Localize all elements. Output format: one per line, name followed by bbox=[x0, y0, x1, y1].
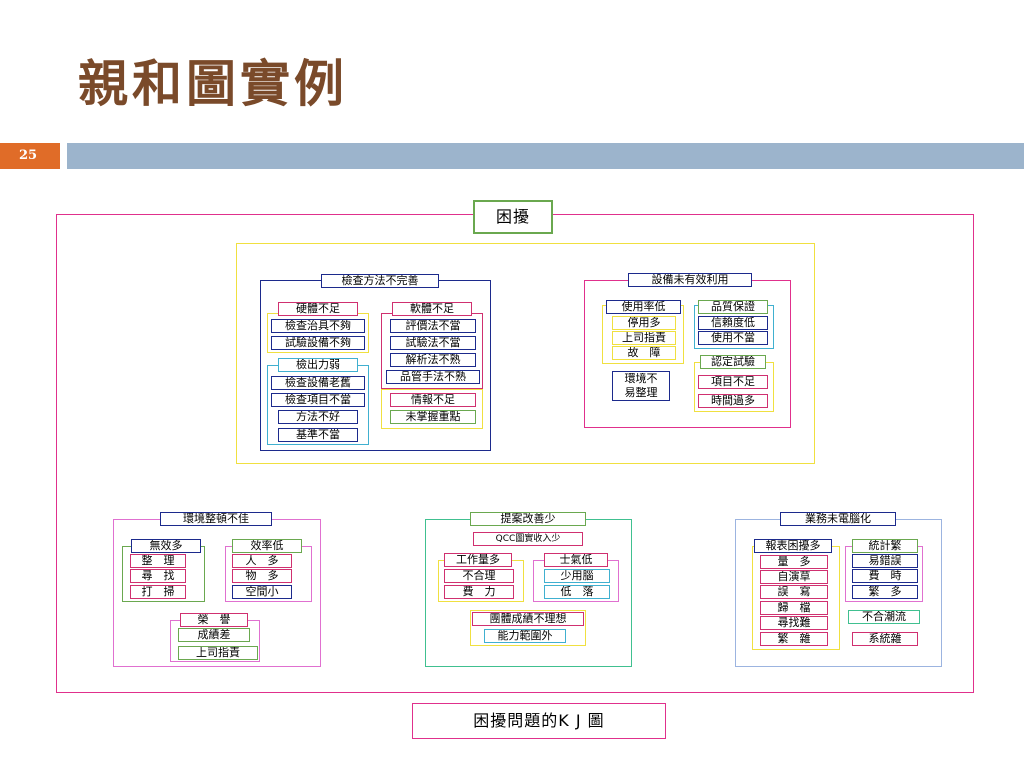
top-cluster-frame bbox=[236, 243, 815, 464]
environment-text-2: 易整理 bbox=[624, 387, 658, 399]
software-label: 軟體不足 bbox=[392, 302, 472, 316]
workload-item-1: 不合理 bbox=[444, 569, 514, 583]
group-b-label: 設備未有效利用 bbox=[628, 273, 752, 287]
certification-item-2: 時間過多 bbox=[698, 394, 768, 408]
group-c-label: 環境整頓不佳 bbox=[160, 512, 272, 526]
stats-item-1: 易錯誤 bbox=[852, 554, 918, 568]
capability-item-2: 檢查項目不當 bbox=[271, 393, 365, 407]
info-frame bbox=[381, 389, 483, 429]
low-efficiency-label: 無效多 bbox=[131, 539, 201, 553]
honor-label: 榮 譽 bbox=[180, 613, 248, 627]
capability-label: 檢出力弱 bbox=[278, 358, 358, 372]
ability-item: 能力範圍外 bbox=[484, 629, 566, 643]
morale-item-1: 少用腦 bbox=[544, 569, 610, 583]
usage-item-2: 上司指責 bbox=[612, 331, 676, 345]
rate-item-1: 人 多 bbox=[232, 554, 292, 568]
software-item-1: 評價法不當 bbox=[390, 319, 476, 333]
slide-title: 親和圖實例 bbox=[78, 54, 348, 113]
extra-item-2: 系統雜 bbox=[852, 632, 918, 646]
reports-item-3: 誤 寫 bbox=[760, 585, 828, 599]
hardware-item-1: 檢查治具不夠 bbox=[271, 319, 365, 333]
reports-item-4: 歸 檔 bbox=[760, 601, 828, 615]
info-item-1: 情報不足 bbox=[390, 393, 476, 407]
software-item-2: 試驗法不當 bbox=[390, 336, 476, 350]
group-a-label: 檢查方法不完善 bbox=[321, 274, 439, 288]
reports-label: 報表困擾多 bbox=[754, 539, 832, 553]
usage-item-1: 停用多 bbox=[612, 316, 676, 330]
info-item-2: 未掌握重點 bbox=[390, 410, 476, 424]
morale-item-2: 低 落 bbox=[544, 585, 610, 599]
quality-item-1: 信賴度低 bbox=[698, 316, 768, 330]
stats-item-2: 費 時 bbox=[852, 569, 918, 583]
group-result-frame bbox=[470, 610, 586, 646]
usage-label: 使用率低 bbox=[606, 300, 681, 314]
workload-item-2: 費 力 bbox=[444, 585, 514, 599]
extra-item-1: 不合潮流 bbox=[848, 610, 920, 624]
quality-item-2: 使用不當 bbox=[698, 331, 768, 345]
low-efficiency-item-3: 打 掃 bbox=[130, 585, 186, 599]
software-item-3: 解析法不熟 bbox=[390, 353, 476, 367]
honor-item-1: 成績差 bbox=[178, 628, 250, 642]
rate-item-3: 空間小 bbox=[232, 585, 292, 599]
environment-text-1: 環境不 bbox=[624, 373, 658, 385]
diagram-caption: 困擾問題的K J 圖 bbox=[412, 703, 666, 739]
usage-item-3: 故 障 bbox=[612, 346, 676, 360]
morale-label: 士氣低 bbox=[544, 553, 608, 567]
rate-label: 效率低 bbox=[232, 539, 302, 553]
certification-item-1: 項目不足 bbox=[698, 375, 768, 389]
reports-item-6: 繁 雜 bbox=[760, 632, 828, 646]
hardware-item-2: 試驗設備不夠 bbox=[271, 336, 365, 350]
software-item-4: 品管手法不熟 bbox=[386, 370, 480, 384]
certification-label: 認定試驗 bbox=[700, 355, 766, 369]
low-efficiency-item-1: 整 理 bbox=[130, 554, 186, 568]
capability-item-4: 基準不當 bbox=[278, 428, 358, 442]
title-divider-bar bbox=[67, 143, 1024, 169]
quality-label: 品質保證 bbox=[698, 300, 768, 314]
capability-item-3: 方法不好 bbox=[278, 410, 358, 424]
qcc-item: QCC圖實收入少 bbox=[473, 532, 583, 546]
stats-label: 統計繁 bbox=[852, 539, 918, 553]
page-number-badge: 25 bbox=[0, 143, 60, 169]
honor-item-2: 上司指責 bbox=[178, 646, 258, 660]
group-result-item: 團體成績不理想 bbox=[472, 612, 584, 626]
environment-box bbox=[612, 371, 670, 401]
root-label: 困擾 bbox=[473, 200, 553, 234]
low-efficiency-item-2: 尋 找 bbox=[130, 569, 186, 583]
group-d-label: 提案改善少 bbox=[470, 512, 586, 526]
workload-label: 工作量多 bbox=[444, 553, 512, 567]
reports-item-2: 自演草 bbox=[760, 570, 828, 584]
reports-item-5: 尋找難 bbox=[760, 616, 828, 630]
reports-item-1: 量 多 bbox=[760, 555, 828, 569]
rate-item-2: 物 多 bbox=[232, 569, 292, 583]
group-e-label: 業務未電腦化 bbox=[780, 512, 896, 526]
stats-item-3: 繁 多 bbox=[852, 585, 918, 599]
capability-item-1: 檢查設備老舊 bbox=[271, 376, 365, 390]
hardware-label: 硬體不足 bbox=[278, 302, 358, 316]
